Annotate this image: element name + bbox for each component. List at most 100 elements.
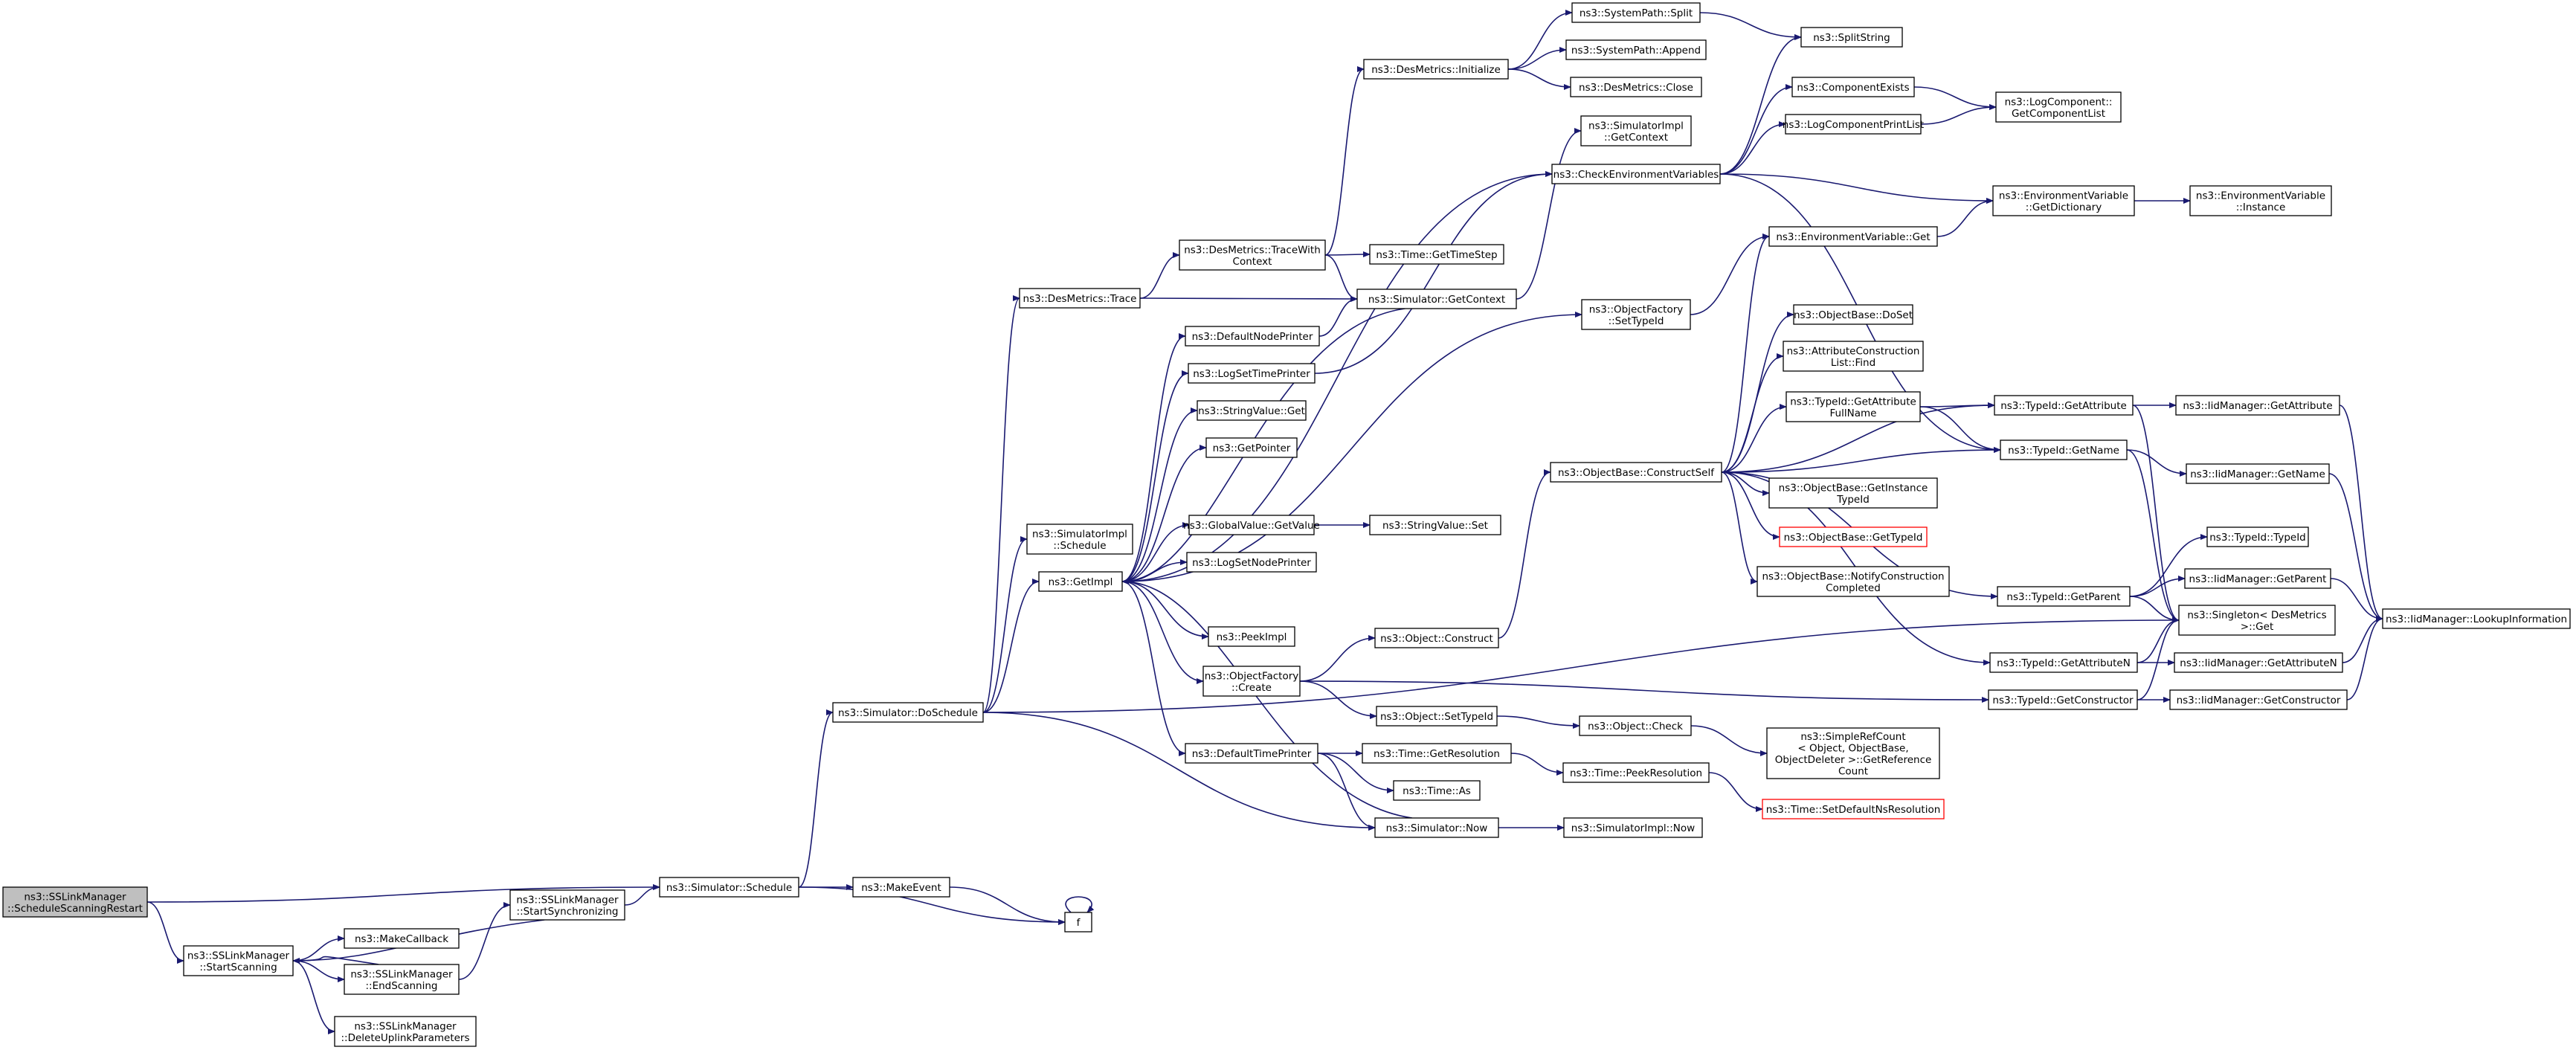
node-iid-getname[interactable]: ns3::IidManager::GetName <box>2186 463 2330 484</box>
node-objbase-gettypeid[interactable]: ns3::ObjectBase::GetTypeId <box>1779 526 1928 547</box>
node-label-line: ns3::SSLinkManager <box>350 968 453 980</box>
edge-default_node_printer-to-sim_getcontext <box>1318 296 1358 337</box>
edge-objbase_construct_self-to-typeid_get_attribute <box>1721 402 1995 473</box>
edge-obj_factory_create-to-typeid_get_constructor <box>1299 680 1989 703</box>
node-objbase-construct-self[interactable]: ns3::ObjectBase::ConstructSelf <box>1550 462 1722 483</box>
node-des-close[interactable]: ns3::DesMetrics::Close <box>1570 77 1702 97</box>
node-box <box>344 964 460 995</box>
node-log-comp-get-list[interactable]: ns3::LogComponent::GetComponentList <box>1995 91 2122 123</box>
edge-des_init-to-syspath_split <box>1507 10 1573 70</box>
node-label-line: ns3::DefaultNodePrinter <box>1192 331 1313 343</box>
node-string-value-set[interactable]: ns3::StringValue::Set <box>1369 515 1501 535</box>
node-start-scanning[interactable]: ns3::SSLinkManager::StartScanning <box>183 945 294 976</box>
node-label-line: ::EndScanning <box>365 980 437 992</box>
node-time-as[interactable]: ns3::Time::As <box>1393 780 1481 801</box>
node-simimpl-getcontext[interactable]: ns3::SimulatorImpl::GetContext <box>1580 115 1692 146</box>
node-syspath-split[interactable]: ns3::SystemPath::Split <box>1571 2 1701 23</box>
node-des-init[interactable]: ns3::DesMetrics::Initialize <box>1363 59 1509 80</box>
node-iid-get-attribute[interactable]: ns3::IidManager::GetAttribute <box>2175 395 2340 416</box>
node-simimpl-schedule[interactable]: ns3::SimulatorImpl::Schedule <box>1026 524 1133 555</box>
node-iid-get-attribute-n[interactable]: ns3::IidManager::GetAttributeN <box>2174 652 2343 673</box>
node-peek-impl[interactable]: ns3::PeekImpl <box>1208 626 1295 647</box>
node-box <box>1570 77 1702 97</box>
node-label-line: ns3::Object::Check <box>1588 721 1683 732</box>
node-make-event[interactable]: ns3::MakeEvent <box>852 877 950 898</box>
node-log-comp-print-list[interactable]: ns3::LogComponentPrintList <box>1783 114 1924 135</box>
node-object-settypeid[interactable]: ns3::Object::SetTypeId <box>1376 706 1498 727</box>
node-typeid-typeid[interactable]: ns3::TypeId::TypeId <box>2206 526 2309 547</box>
node-simimpl-now[interactable]: ns3::SimulatorImpl::Now <box>1563 817 1703 838</box>
node-box <box>1026 524 1133 555</box>
edge-do_schedule-to-sim_now <box>982 712 1376 831</box>
node-typeid-get-constructor[interactable]: ns3::TypeId::GetConstructor <box>1988 689 2138 710</box>
node-label-line: ns3::DesMetrics::Initialize <box>1371 64 1501 76</box>
node-time-set-default-ns[interactable]: ns3::Time::SetDefaultNsResolution <box>1762 799 1945 819</box>
node-iid-getparent[interactable]: ns3::IidManager::GetParent <box>2184 568 2331 589</box>
node-default-node-printer[interactable]: ns3::DefaultNodePrinter <box>1185 326 1320 347</box>
node-split-string[interactable]: ns3::SplitString <box>1800 27 1903 48</box>
node-get-impl[interactable]: ns3::GetImpl <box>1038 571 1123 592</box>
node-do-schedule[interactable]: ns3::Simulator::DoSchedule <box>832 702 984 723</box>
node-simple-ref-count[interactable]: ns3::SimpleRefCount< Object, ObjectBase,… <box>1766 727 1940 779</box>
node-end-scanning[interactable]: ns3::SSLinkManager::EndScanning <box>344 964 460 995</box>
node-obj-factory-create[interactable]: ns3::ObjectFactory::Create <box>1202 666 1301 697</box>
node-label-line: ns3::StringValue::Set <box>1382 520 1488 532</box>
node-make-callback[interactable]: ns3::MakeCallback <box>344 928 460 949</box>
node-box <box>2175 395 2340 416</box>
node-delete-uplink[interactable]: ns3::SSLinkManager::DeleteUplinkParamete… <box>334 1016 477 1047</box>
node-time-peek-resolution[interactable]: ns3::Time::PeekResolution <box>1562 762 1710 783</box>
edge-typeid_getparent-to-singleton_get <box>2129 596 2180 623</box>
node-obj-factory-settypeid[interactable]: ns3::ObjectFactory::SetTypeId <box>1581 299 1691 330</box>
node-box <box>1579 715 1692 736</box>
node-label-line: ns3::Singleton< DesMetrics <box>2187 609 2326 621</box>
node-des-trace[interactable]: ns3::DesMetrics::Trace <box>1019 288 1141 309</box>
node-iid-lookup-info[interactable]: ns3::IidManager::LookupInformation <box>2382 608 2571 629</box>
node-label-line: ns3::SimulatorImpl <box>1032 528 1127 540</box>
node-env-var-get-dict[interactable]: ns3::EnvironmentVariable::GetDictionary <box>1992 185 2135 216</box>
node-box <box>1786 391 1921 422</box>
edge-get_impl-to-log_set_time_printer <box>1121 370 1189 582</box>
node-log-set-time-printer[interactable]: ns3::LogSetTimePrinter <box>1188 363 1316 384</box>
node-typeid-getparent[interactable]: ns3::TypeId::GetParent <box>1997 586 2131 607</box>
node-objbase-notify[interactable]: ns3::ObjectBase::NotifyConstructionCompl… <box>1756 566 1950 597</box>
node-time-get-resolution[interactable]: ns3::Time::GetResolution <box>1362 743 1512 764</box>
node-string-value-get[interactable]: ns3::StringValue::Get <box>1197 400 1307 421</box>
node-label-line: ::DeleteUplinkParameters <box>341 1032 469 1044</box>
node-box <box>2178 605 2336 636</box>
node-singleton-get[interactable]: ns3::Singleton< DesMetrics >::Get <box>2178 605 2336 636</box>
node-f[interactable]: f <box>1064 912 1092 933</box>
node-label-line: ns3::GetImpl <box>1049 576 1113 588</box>
node-label-line: Count <box>1838 765 1868 777</box>
node-time-getstep[interactable]: ns3::Time::GetTimeStep <box>1369 244 1504 265</box>
node-get-pointer[interactable]: ns3::GetPointer <box>1205 437 1298 458</box>
node-env-var-instance[interactable]: ns3::EnvironmentVariable::Instance <box>2189 185 2332 216</box>
node-typeid-get-attribute[interactable]: ns3::TypeId::GetAttribute <box>1994 395 2134 416</box>
node-check-env-vars[interactable]: ns3::CheckEnvironmentVariables <box>1551 164 1721 184</box>
node-sim-schedule[interactable]: ns3::Simulator::Schedule <box>659 877 799 898</box>
node-component-exists[interactable]: ns3::ComponentExists <box>1791 77 1915 97</box>
node-object-construct[interactable]: ns3::Object::Construct <box>1374 628 1499 648</box>
node-box <box>1038 571 1123 592</box>
node-label-line: ns3::ComponentExists <box>1797 82 1909 94</box>
node-start-sync[interactable]: ns3::SSLinkManager::StartSynchronizing <box>509 889 625 921</box>
node-iid-get-constructor[interactable]: ns3::IidManager::GetConstructor <box>2169 689 2348 710</box>
node-typeid-getname[interactable]: ns3::TypeId::GetName <box>2000 439 2128 460</box>
node-env-var-get[interactable]: ns3::EnvironmentVariable::Get <box>1768 226 1938 247</box>
node-label-line: ns3::LogSetTimePrinter <box>1193 368 1310 380</box>
node-log-set-node-printer[interactable]: ns3::LogSetNodePrinter <box>1186 552 1317 573</box>
node-objbase-doset[interactable]: ns3::ObjectBase::DoSet <box>1793 304 1913 325</box>
node-root[interactable]: ns3::SSLinkManager::ScheduleScanningRest… <box>2 886 148 918</box>
node-typeid-get-attribute-n[interactable]: ns3::TypeId::GetAttributeN <box>1989 652 2138 673</box>
node-default-time-printer[interactable]: ns3::DefaultTimePrinter <box>1185 743 1318 764</box>
node-global-value-get[interactable]: ns3::GlobalValue::GetValue <box>1183 515 1320 535</box>
edge-objbase_construct_self-to-objbase_gettypeid <box>1721 471 1780 540</box>
node-sim-now[interactable]: ns3::Simulator::Now <box>1374 817 1499 838</box>
node-syspath-append[interactable]: ns3::SystemPath::Append <box>1565 39 1707 60</box>
node-sim-getcontext[interactable]: ns3::Simulator::GetContext <box>1356 289 1517 309</box>
node-object-check[interactable]: ns3::Object::Check <box>1579 715 1692 736</box>
node-label-line: ns3::ObjectBase::NotifyConstruction <box>1762 570 1944 582</box>
